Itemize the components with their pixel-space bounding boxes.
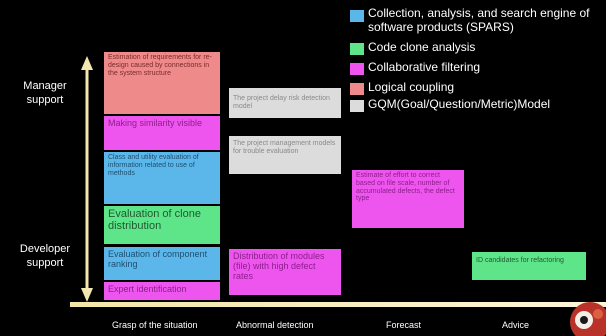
manager-label-line2: support: [26, 93, 64, 106]
x-label-grasp: Grasp of the situation: [112, 320, 198, 330]
legend-swatch-code-clone: [350, 43, 364, 55]
box-expert-identification: Expert identification: [104, 282, 220, 300]
box-delay-risk-model: The project delay risk detection model: [229, 88, 341, 118]
mascot-icon: [570, 302, 606, 336]
box-making-similarity-visible: Making similarity visible: [104, 116, 220, 150]
legend-label-gqm: GQM(Goal/Question/Metric)Model: [368, 97, 551, 111]
horizontal-axis-bar: [70, 302, 606, 307]
vertical-axis-arrow-up: [81, 56, 93, 70]
legend-swatch-collaborative: [350, 63, 364, 75]
developer-label-line1: Developer: [19, 243, 71, 255]
developer-label-line2: support: [26, 256, 64, 269]
vertical-axis-arrow-down: [81, 288, 93, 302]
box-defect-distribution: Distribution of modules (file) with high…: [229, 249, 341, 295]
x-label-advice: Advice: [502, 320, 530, 330]
box-effort-estimate: Estimate of effort to correct based on f…: [352, 170, 464, 228]
box-management-models: The project management models for troubl…: [229, 136, 341, 174]
legend-label-spars-line2: software products (SPARS): [368, 19, 514, 34]
x-label-forecast: Forecast: [386, 320, 422, 330]
legend-label-spars: Collection, analysis, and search engine …: [368, 6, 590, 35]
box-class-utility-evaluation: Class and utility evaluation of informat…: [104, 152, 220, 204]
manager-label-line1: Manager: [23, 80, 67, 92]
legend-label-code-clone: Code clone analysis: [368, 40, 476, 54]
legend-label-spars-line1: Collection, analysis, and search engine …: [368, 6, 590, 20]
legend-swatch-spars: [350, 10, 364, 22]
legend-swatch-logical-coupling: [350, 83, 364, 95]
x-label-abnormal: Abnormal detection: [236, 320, 314, 330]
developer-support-label: Developer support: [8, 243, 82, 271]
legend-label-logical-coupling: Logical coupling: [368, 80, 455, 94]
legend-swatch-gqm: [350, 100, 364, 112]
box-component-ranking: Evaluation of component ranking: [104, 247, 220, 280]
box-refactoring-candidates: ID candidates for refactoring: [472, 252, 586, 280]
legend-label-collaborative: Collaborative filtering: [368, 60, 481, 74]
box-requirements-estimation: Estimation of requirements for re-design…: [104, 52, 220, 114]
manager-support-label: Manager support: [10, 80, 80, 108]
box-clone-distribution: Evaluation of clone distribution: [104, 206, 220, 244]
